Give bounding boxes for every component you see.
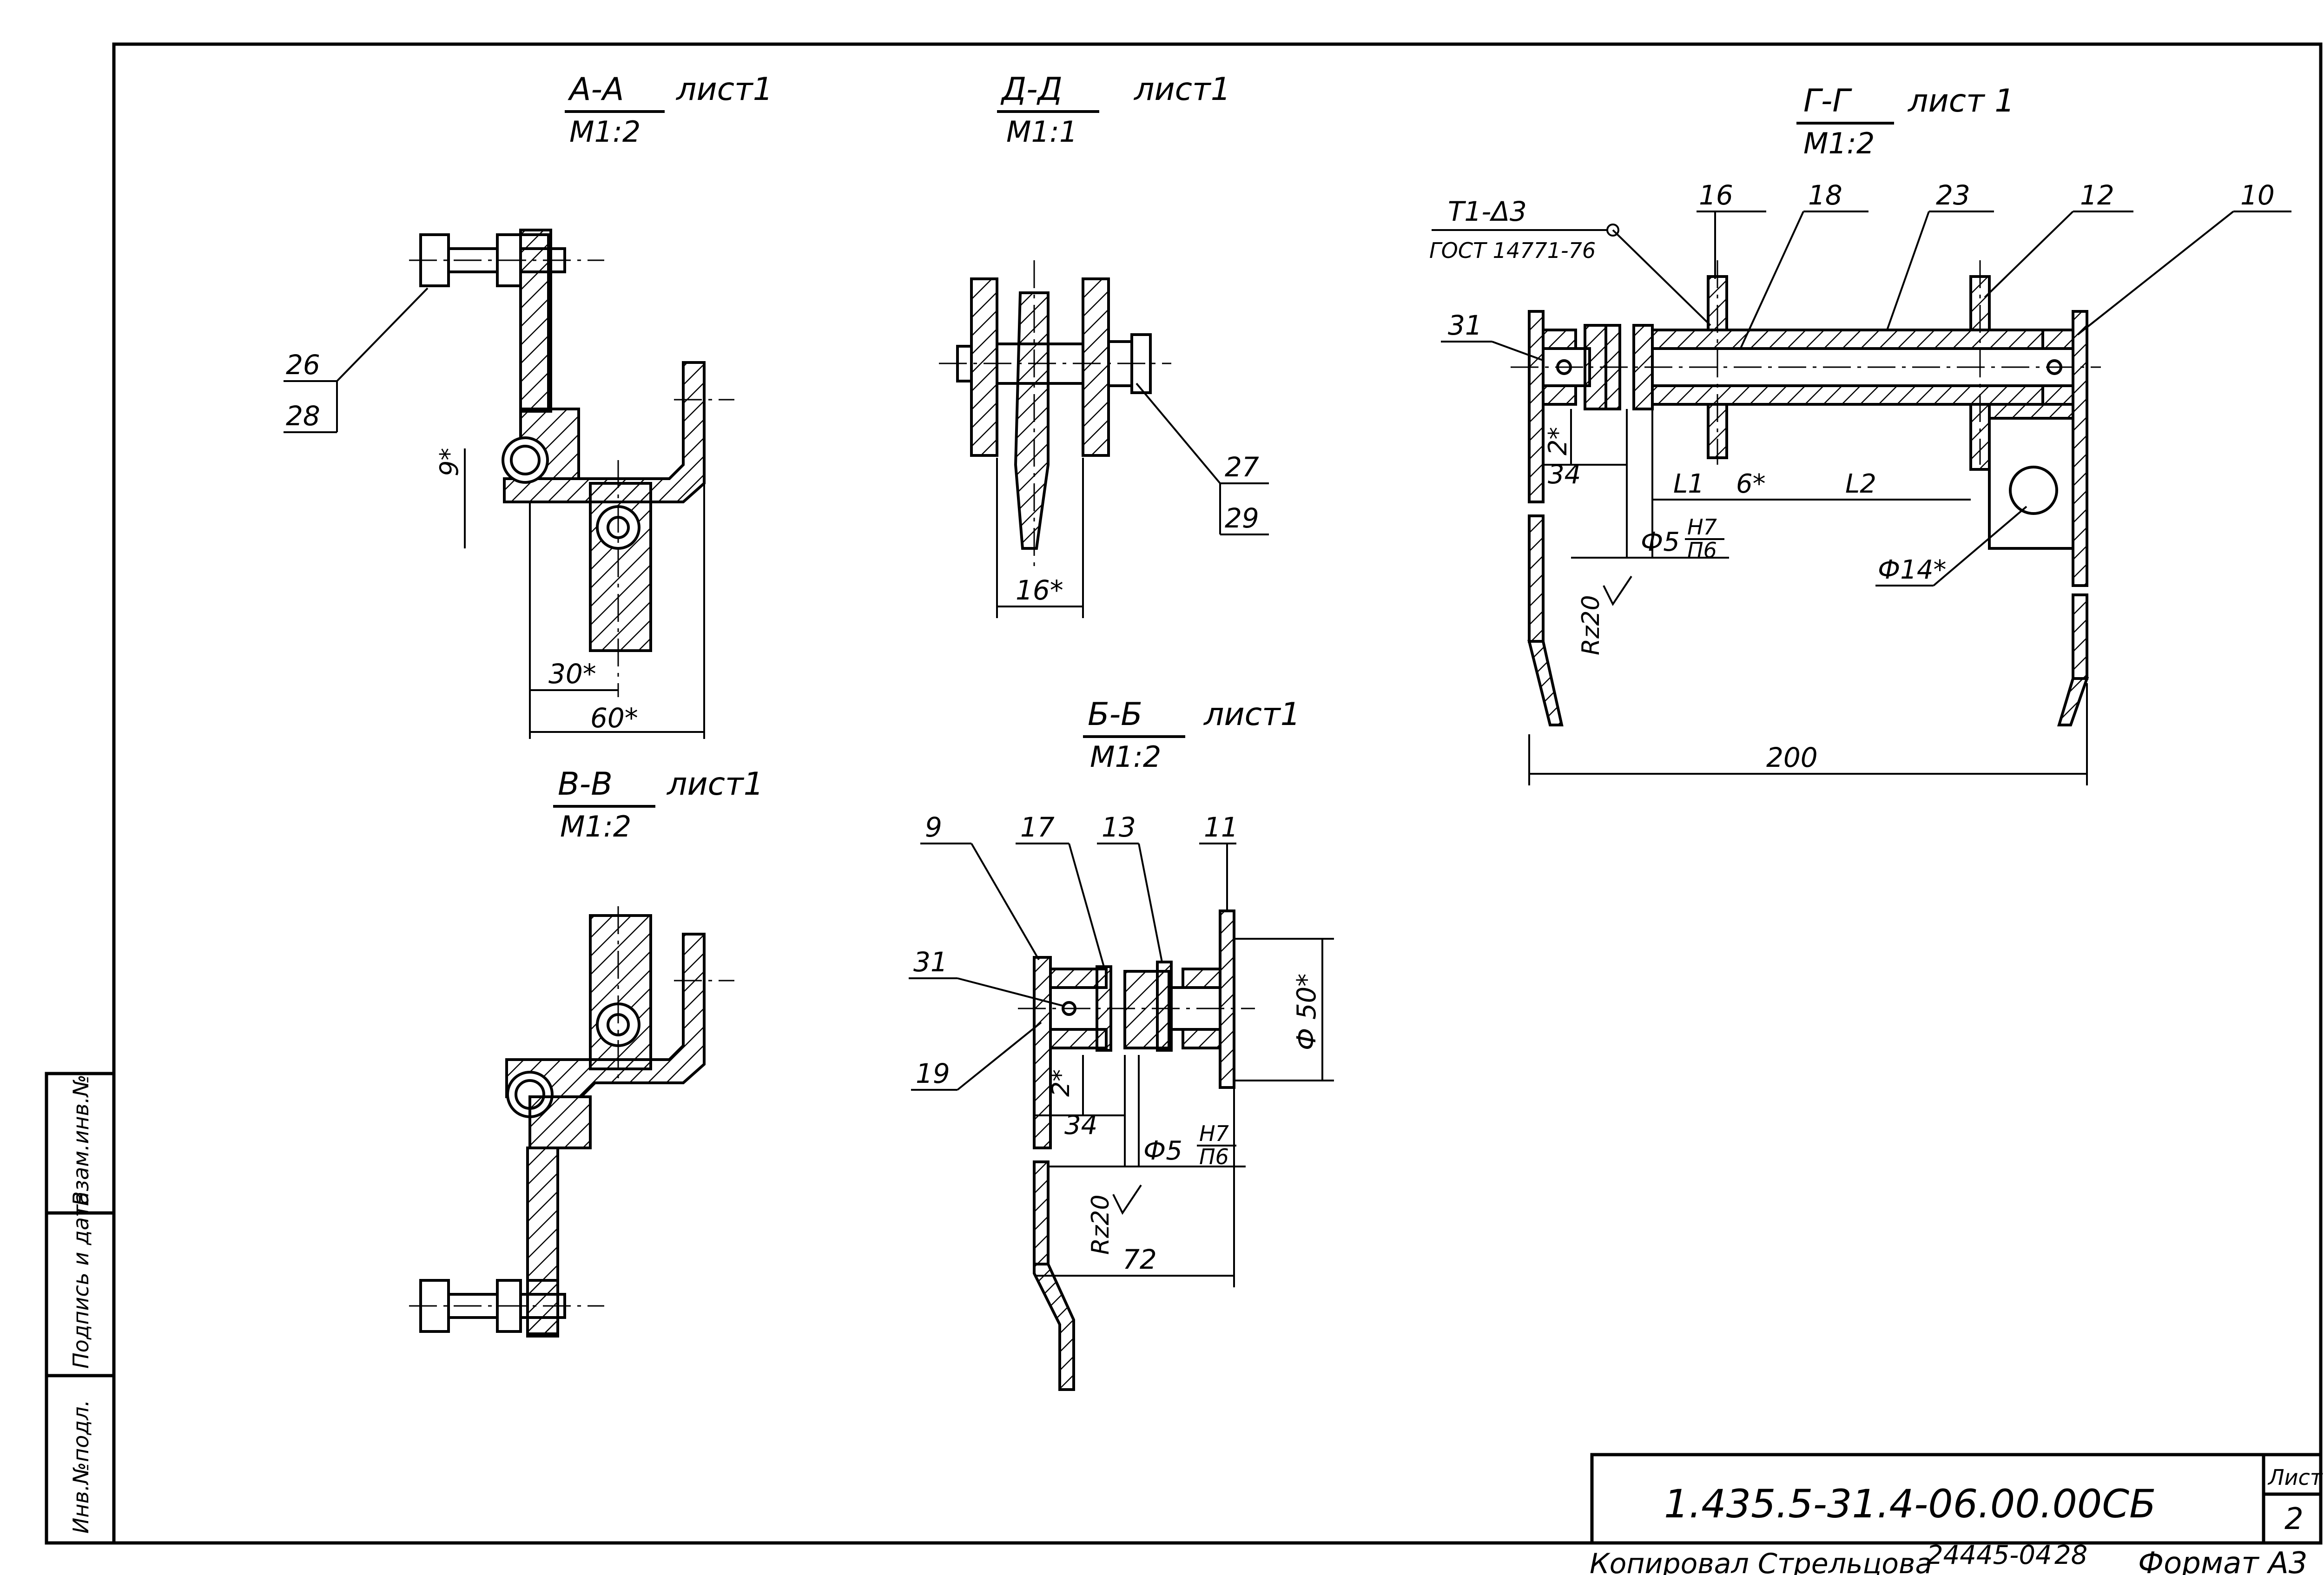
dim-gg-dia14: Ф14* bbox=[1878, 555, 1946, 585]
weld-standard: ГОСТ 14771-76 bbox=[1429, 238, 1596, 263]
callout-11: 11 bbox=[1204, 811, 1238, 843]
sheet-label: Лист bbox=[2267, 1465, 2323, 1490]
dim-bb-p6: П6 bbox=[1199, 1144, 1229, 1169]
view-gg-scale: М1:2 bbox=[1803, 126, 1875, 160]
dim-gg-p6: П6 bbox=[1687, 538, 1717, 563]
callout-13: 13 bbox=[1102, 811, 1136, 843]
callout-29: 29 bbox=[1225, 502, 1259, 534]
dim-aa-60: 60* bbox=[590, 702, 638, 734]
callout-10: 10 bbox=[2240, 179, 2275, 211]
view-aa-sheet: лист1 bbox=[675, 71, 773, 108]
dim-gg-h7: H7 bbox=[1687, 514, 1717, 540]
callout-17: 17 bbox=[1020, 811, 1055, 843]
callout-18: 18 bbox=[1808, 179, 1842, 211]
view-dd-scale: М1:1 bbox=[1006, 115, 1077, 149]
stamp-replacement-inv: Взам.инв.№ bbox=[68, 1074, 93, 1206]
sheet-number: 2 bbox=[2284, 1502, 2304, 1536]
title-block: 1.435.5-31.4-06.00.00СБ Лист 2 bbox=[1590, 1453, 2323, 1545]
callout-16: 16 bbox=[1699, 179, 1733, 211]
view-vv: В-В лист1 М1:2 bbox=[409, 766, 764, 1338]
order-number: 24445-04 bbox=[1927, 1540, 2052, 1570]
view-gg: Г-Г лист 1 М1:2 Т1-Δ3 ГОСТ 14771-76 16 1… bbox=[1429, 83, 2291, 785]
dim-bb-h7: H7 bbox=[1199, 1121, 1229, 1146]
dim-gg-34: 34 bbox=[1548, 460, 1581, 490]
dim-bb-dia50: Ф 50* bbox=[1292, 974, 1322, 1050]
dim-bb-2: 2* bbox=[1047, 1069, 1075, 1097]
dim-bb-34: 34 bbox=[1064, 1110, 1097, 1140]
view-vv-sheet: лист1 bbox=[666, 766, 764, 803]
callout-gg-31: 31 bbox=[1448, 310, 1482, 341]
callout-26: 26 bbox=[286, 349, 320, 381]
callout-12: 12 bbox=[2080, 179, 2114, 211]
view-aa-title: А-А bbox=[568, 71, 624, 108]
callout-23: 23 bbox=[1936, 179, 1970, 211]
dim-gg-2: 2* bbox=[1543, 427, 1572, 455]
view-aa: А-А лист1 М1:2 9* 30* 60* bbox=[284, 71, 773, 739]
side-stamp: Инв.№подл. Подпись и дата Взам.инв.№ bbox=[45, 1072, 116, 1545]
dim-gg-l1: L1 bbox=[1673, 469, 1704, 499]
view-gg-title: Г-Г bbox=[1803, 83, 1852, 119]
copied-by: Копировал Стрельцова bbox=[1590, 1548, 1932, 1575]
dim-gg-rz20: Rz20 bbox=[1577, 595, 1605, 655]
dim-bb-dia5: Ф5 bbox=[1143, 1136, 1182, 1166]
dim-gg-dia5: Ф5 bbox=[1641, 527, 1680, 557]
callout-28: 28 bbox=[286, 400, 320, 432]
callout-27: 27 bbox=[1225, 451, 1259, 483]
order-copy: 28 bbox=[2054, 1540, 2087, 1570]
stamp-inv-no: Инв.№подл. bbox=[68, 1400, 93, 1534]
dim-gg-200: 200 bbox=[1766, 742, 1818, 773]
view-dd-sheet: лист1 bbox=[1133, 71, 1231, 108]
callout-19: 19 bbox=[916, 1058, 950, 1089]
callout-bb-31: 31 bbox=[913, 946, 948, 978]
sheet-frame bbox=[112, 42, 2323, 1545]
view-bb: Б-Б лист1 М1:2 9 17 13 11 31 19 bbox=[909, 696, 1334, 1391]
view-dd-title: Д-Д bbox=[1000, 71, 1063, 108]
designation: 1.435.5-31.4-06.00.00СБ bbox=[1664, 1481, 2156, 1527]
dim-gg-6: 6* bbox=[1736, 469, 1766, 499]
dim-aa-9: 9* bbox=[435, 448, 464, 476]
dim-bb-72: 72 bbox=[1122, 1244, 1157, 1275]
weld-label: Т1-Δ3 bbox=[1448, 196, 1527, 227]
footer: Копировал Стрельцова 24445-04 28 Формат … bbox=[1590, 1540, 2308, 1575]
view-vv-scale: М1:2 bbox=[560, 810, 631, 844]
paper-format: Формат А3 bbox=[2138, 1546, 2308, 1575]
dim-gg-l2: L2 bbox=[1845, 469, 1876, 499]
dim-bb-rz20: Rz20 bbox=[1087, 1194, 1115, 1255]
view-bb-sheet: лист1 bbox=[1203, 696, 1301, 733]
view-gg-sheet: лист 1 bbox=[1907, 83, 2015, 119]
view-bb-title: Б-Б bbox=[1088, 696, 1142, 733]
stamp-signature-date: Подпись и дата bbox=[68, 1192, 93, 1369]
view-aa-scale: М1:2 bbox=[569, 115, 640, 149]
callout-9: 9 bbox=[925, 811, 942, 843]
dim-dd-16: 16* bbox=[1016, 574, 1063, 606]
view-vv-title: В-В bbox=[558, 766, 613, 803]
dim-aa-30: 30* bbox=[548, 658, 596, 690]
view-dd: Д-Д лист1 М1:1 16* 27 29 bbox=[939, 71, 1269, 618]
view-bb-scale: М1:2 bbox=[1090, 740, 1161, 774]
